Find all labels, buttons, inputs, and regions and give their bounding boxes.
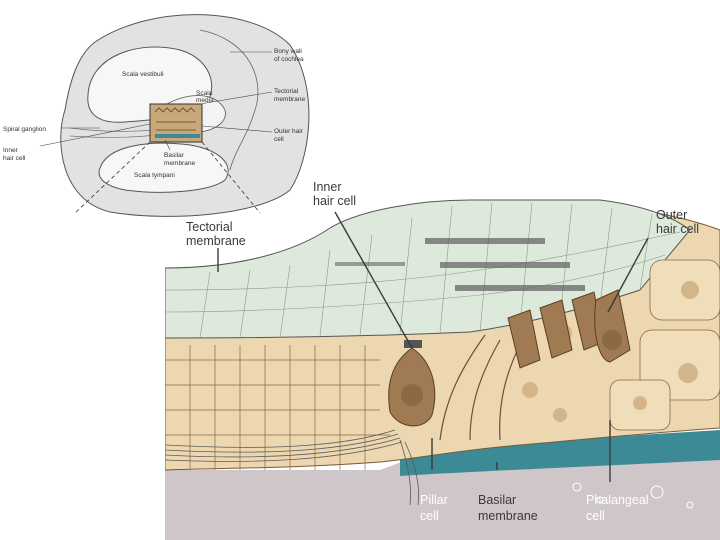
label-outer-hair-cell-2: hair cell [656,222,699,236]
inset-organ-detail [154,107,196,131]
label-phalangeal-cell: Phalangeal [586,493,649,507]
main-leader-lines [217,211,649,482]
label-scala-tympani: Scala tympani [134,172,175,179]
label-inset-outer-hair: Outer hair [274,128,304,135]
inset-inner-spiral [199,29,259,171]
label-inset-tectorial-2: membrane [274,96,305,103]
label-scala-media-2: media [196,97,214,104]
label-scala-media: Scala [196,90,213,97]
inset-zoom-lines [74,141,261,214]
supporting-cell-grid [165,345,390,470]
pillar-cells [439,334,521,441]
label-inset-inner-hair-2: hair cell [3,155,26,162]
label-inner-hair-cell: Inner [313,180,342,194]
cochlea-cross-section-inset: Bony wall of cochlea Scala vestibuli Sca… [3,14,310,217]
bone-base [165,455,720,540]
inset-scala-tympani [98,142,229,193]
label-bony-wall: Bony wall [274,48,302,55]
base-bubbles [572,482,694,509]
label-inset-basilar: Basilar [164,152,185,159]
label-inset-tectorial: Tectorial [274,88,299,95]
label-tectorial-membrane-2: membrane [186,234,246,248]
label-scala-vestibuli: Scala vestibuli [122,71,164,78]
basilar-membrane-band [400,430,720,476]
label-phalangeal-cell-2: cell [586,509,605,523]
label-inset-outer-hair-2: cell [274,136,284,143]
label-inset-inner-hair: Inner [3,147,19,154]
label-outer-hair-cell: Outer [656,208,687,222]
label-basilar-membrane-2: membrane [478,509,538,523]
label-tectorial-membrane: Tectorial [186,220,233,234]
tectorial-grid [165,202,681,339]
inner-hair-cell [388,340,436,427]
inset-leader-lines [39,51,273,151]
label-inset-basilar-2: membrane [164,160,195,167]
label-basilar-membrane: Basilar [478,493,516,507]
outer-hair-cells [507,289,631,369]
label-bony-wall-2: of cochlea [274,56,304,63]
inset-basilar-strip [155,134,200,138]
stereocilia-rows [335,238,585,291]
label-pillar-cell: Pillar [420,493,448,507]
label-spiral-ganglion: Spiral ganglion [3,126,46,133]
organ-of-corti-detail [165,199,720,540]
label-inner-hair-cell-2: hair cell [313,194,356,208]
nerve-fibers [165,429,420,506]
label-pillar-cell-2: cell [420,509,439,523]
